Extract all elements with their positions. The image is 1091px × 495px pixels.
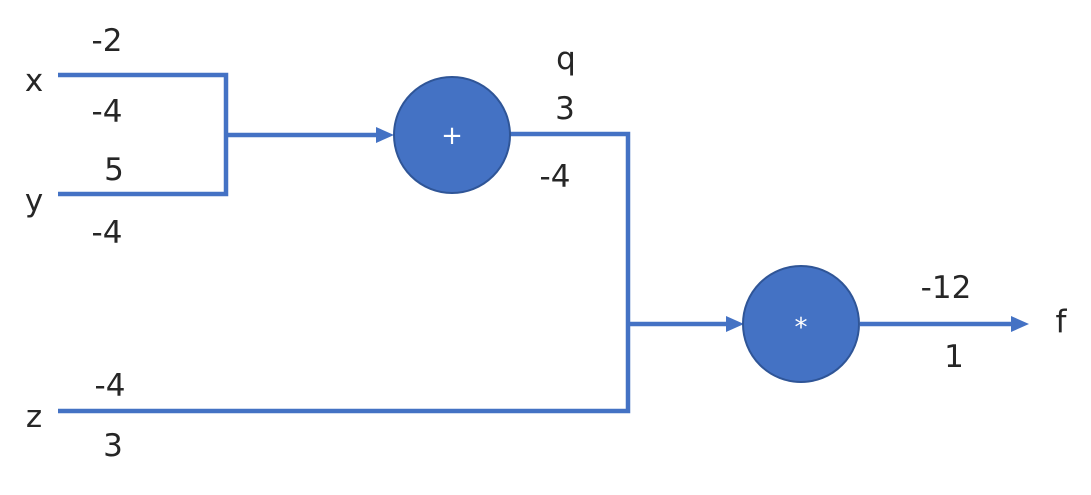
x-gradient-value: -4 bbox=[92, 94, 123, 130]
q-gradient-value: -4 bbox=[540, 159, 571, 195]
q-forward-value: 3 bbox=[555, 91, 575, 127]
output-f-name: f bbox=[1056, 304, 1068, 340]
wire-q bbox=[510, 131, 631, 324]
f-gradient-value: 1 bbox=[944, 339, 964, 375]
add-node-symbol: + bbox=[441, 121, 463, 151]
intermediate-q-name: q bbox=[556, 41, 576, 77]
y-forward-value: 5 bbox=[104, 152, 124, 188]
multiply-node-symbol: * bbox=[795, 313, 808, 343]
multiply-node bbox=[742, 265, 860, 383]
y-gradient-value: -4 bbox=[92, 215, 123, 251]
z-forward-value: -4 bbox=[95, 368, 126, 404]
input-y-name: y bbox=[25, 183, 43, 219]
wire-z bbox=[58, 324, 631, 414]
input-z-name: z bbox=[26, 399, 42, 435]
x-forward-value: -2 bbox=[92, 23, 123, 59]
f-forward-value: -12 bbox=[921, 270, 972, 306]
wire-y bbox=[58, 131, 229, 197]
arrowhead-mul bbox=[726, 316, 744, 332]
z-gradient-value: 3 bbox=[103, 428, 123, 464]
arrowhead-add bbox=[376, 127, 394, 143]
add-node bbox=[393, 76, 511, 194]
arrowhead-f bbox=[1011, 316, 1029, 332]
wire-x bbox=[58, 72, 229, 131]
input-x-name: x bbox=[25, 63, 43, 99]
